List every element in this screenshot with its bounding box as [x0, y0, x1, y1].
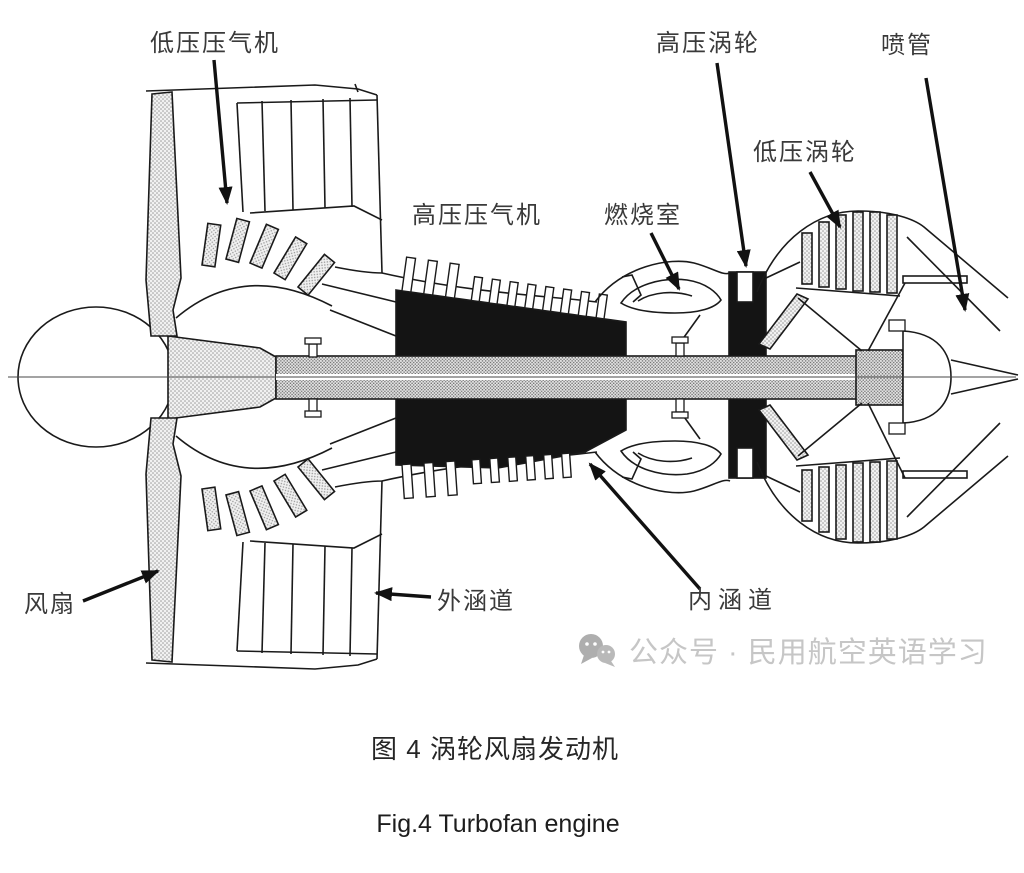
- arrow-lp-compressor: [212, 59, 233, 205]
- wechat-icon: [579, 634, 615, 667]
- label-lp-compressor: 低压压气机: [150, 30, 280, 57]
- label-combustor: 燃烧室: [604, 202, 682, 229]
- figure-caption-en: Fig.4 Turbofan engine: [376, 810, 620, 838]
- label-nozzle: 喷管: [881, 32, 933, 59]
- arrow-lp-turbine: [808, 171, 842, 229]
- label-outer-duct: 外涵道: [437, 588, 515, 615]
- label-lp-turbine: 低压涡轮: [753, 139, 857, 166]
- label-fan: 风扇: [24, 591, 76, 618]
- arrow-fan: [82, 569, 160, 603]
- arrow-nozzle: [924, 77, 970, 312]
- label-inner-duct: 内涵道: [688, 587, 778, 614]
- figure-caption-zh: 图 4 涡轮风扇发动机: [371, 734, 619, 764]
- arrow-combustor: [649, 232, 681, 291]
- watermark: 公众号 · 民用航空英语学习: [577, 629, 988, 671]
- watermark-text: 公众号 · 民用航空英语学习: [629, 637, 988, 669]
- arrow-outer-duct: [374, 587, 432, 602]
- label-hp-turbine: 高压涡轮: [656, 30, 760, 57]
- leader-arrows: [82, 59, 970, 603]
- arrow-inner-duct: [588, 462, 702, 591]
- label-hp-compressor: 高压压气机: [412, 202, 542, 229]
- engine-linework: [8, 83, 1019, 670]
- turbofan-diagram: [8, 59, 1019, 670]
- arrow-hp-turbine: [715, 62, 751, 268]
